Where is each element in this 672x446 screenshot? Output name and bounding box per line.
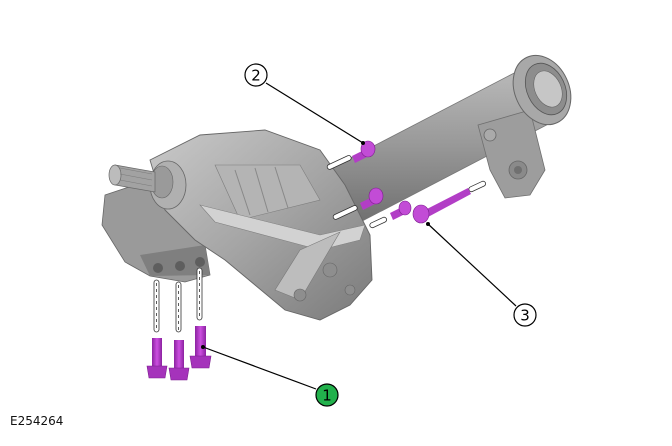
- tube-bolt-upper: [352, 140, 376, 163]
- mount-bolt-3: [189, 326, 212, 369]
- mount-bolt-2: [168, 340, 190, 381]
- mount-bolt-1: [146, 338, 168, 379]
- tube-bolt-short: [390, 200, 412, 220]
- callout-3-number: 3: [520, 307, 530, 325]
- tube-bolt-middle: [360, 187, 384, 210]
- callout-2-number: 2: [251, 67, 261, 85]
- callout-3: 3: [513, 303, 537, 327]
- differential-housing: [101, 129, 373, 321]
- guide-dashes: [156, 271, 200, 330]
- tube-bolt-long: [412, 188, 471, 224]
- callout-1: 1: [315, 383, 339, 407]
- leader-lines: [202, 82, 517, 390]
- leader-dots: [201, 141, 430, 349]
- figure-id-label: E254264: [10, 414, 64, 428]
- callout-2: 2: [244, 63, 268, 87]
- callout-1-number: 1: [322, 387, 332, 405]
- bolt-guide-lines: [153, 155, 487, 333]
